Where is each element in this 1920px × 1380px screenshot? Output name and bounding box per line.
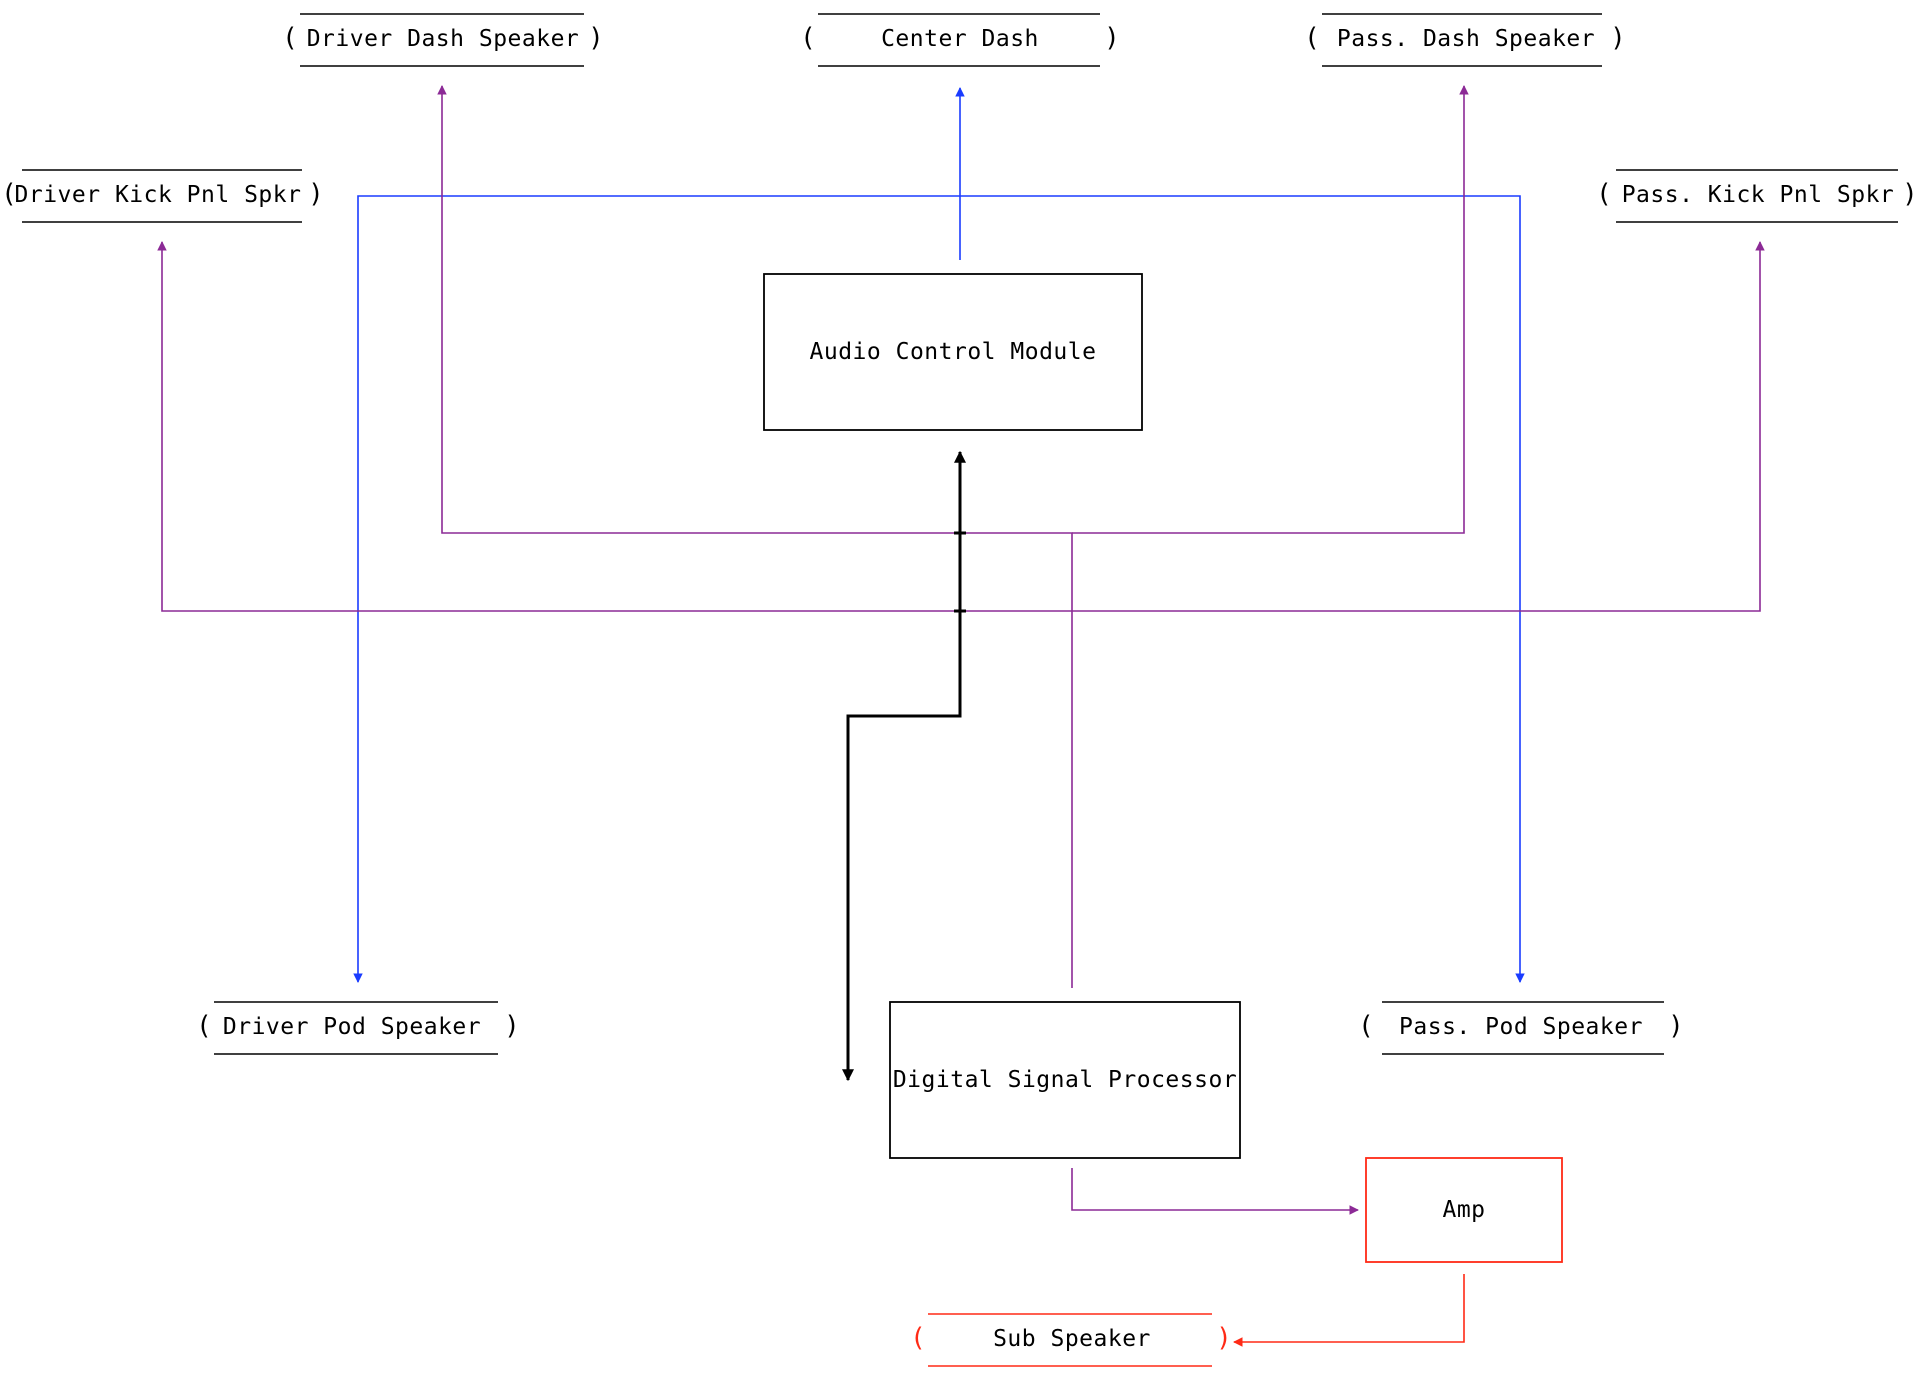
node-label: Pass. Dash Speaker (1337, 26, 1595, 52)
node-driver-pod-speaker: ( ) Driver Pod Speaker (196, 1001, 520, 1055)
node-box (1365, 1157, 1563, 1263)
node-paren-left: ( (1358, 1011, 1374, 1041)
node-paren-left: ( (1, 179, 17, 209)
node-paren-left: ( (196, 1011, 212, 1041)
edge-dsp-driver-kick (157, 241, 960, 612)
node-label: Driver Kick Pnl Spkr (15, 182, 302, 208)
node-audio-control-module: Audio Control Module (763, 273, 1143, 431)
node-paren-right: ) (1902, 179, 1918, 209)
edge-dsp-acm (842, 450, 966, 1082)
edge-acm-driver-pod (353, 195, 960, 983)
edge-dsp-driver-dash (437, 85, 1073, 988)
edge-amp-sub (1233, 1274, 1465, 1347)
node-paren-right: ) (308, 179, 324, 209)
node-label: Sub Speaker (993, 1326, 1151, 1352)
node-label: Driver Dash Speaker (307, 26, 580, 52)
node-paren-right: ) (588, 23, 604, 53)
node-paren-right: ) (1216, 1323, 1232, 1353)
edge-dsp-pass-kick (960, 241, 1765, 612)
node-pass-dash-speaker: ( ) Pass. Dash Speaker (1304, 13, 1626, 67)
node-amp: Amp (1365, 1157, 1563, 1263)
node-label: Amp (1442, 1197, 1485, 1223)
node-driver-dash-speaker: ( ) Driver Dash Speaker (282, 13, 604, 67)
node-label: Driver Pod Speaker (223, 1014, 481, 1040)
node-pass-pod-speaker: ( ) Pass. Pod Speaker (1358, 1001, 1684, 1055)
node-paren-right: ) (1610, 23, 1626, 53)
node-paren-right: ) (1668, 1011, 1684, 1041)
node-label: Pass. Kick Pnl Spkr (1622, 182, 1895, 208)
node-label: Pass. Pod Speaker (1399, 1014, 1643, 1040)
node-paren-left: ( (282, 23, 298, 53)
node-pass-kick-pnl-spkr: ( ) Pass. Kick Pnl Spkr (1596, 169, 1918, 223)
edge-acm-pass-pod (960, 195, 1525, 983)
node-paren-left: ( (910, 1323, 926, 1353)
edges (157, 85, 1765, 1347)
node-label: Audio Control Module (810, 339, 1097, 365)
node-box (763, 273, 1143, 431)
node-box (889, 1001, 1241, 1159)
edge-dsp-pass-dash (1072, 85, 1469, 534)
node-label: Digital Signal Processor (893, 1067, 1237, 1093)
node-paren-right: ) (1104, 23, 1120, 53)
node-digital-signal-processor: Digital Signal Processor (889, 1001, 1241, 1159)
node-paren-left: ( (1596, 179, 1612, 209)
node-driver-kick-pnl-spkr: ( ) Driver Kick Pnl Spkr (1, 169, 324, 223)
node-sub-speaker: ( ) Sub Speaker (910, 1313, 1232, 1367)
edge-dsp-amp (1071, 1168, 1359, 1215)
node-paren-left: ( (800, 23, 816, 53)
node-paren-right: ) (504, 1011, 520, 1041)
node-center-dash: ( ) Center Dash (800, 13, 1120, 67)
node-label: Center Dash (881, 26, 1039, 52)
node-paren-left: ( (1304, 23, 1320, 53)
